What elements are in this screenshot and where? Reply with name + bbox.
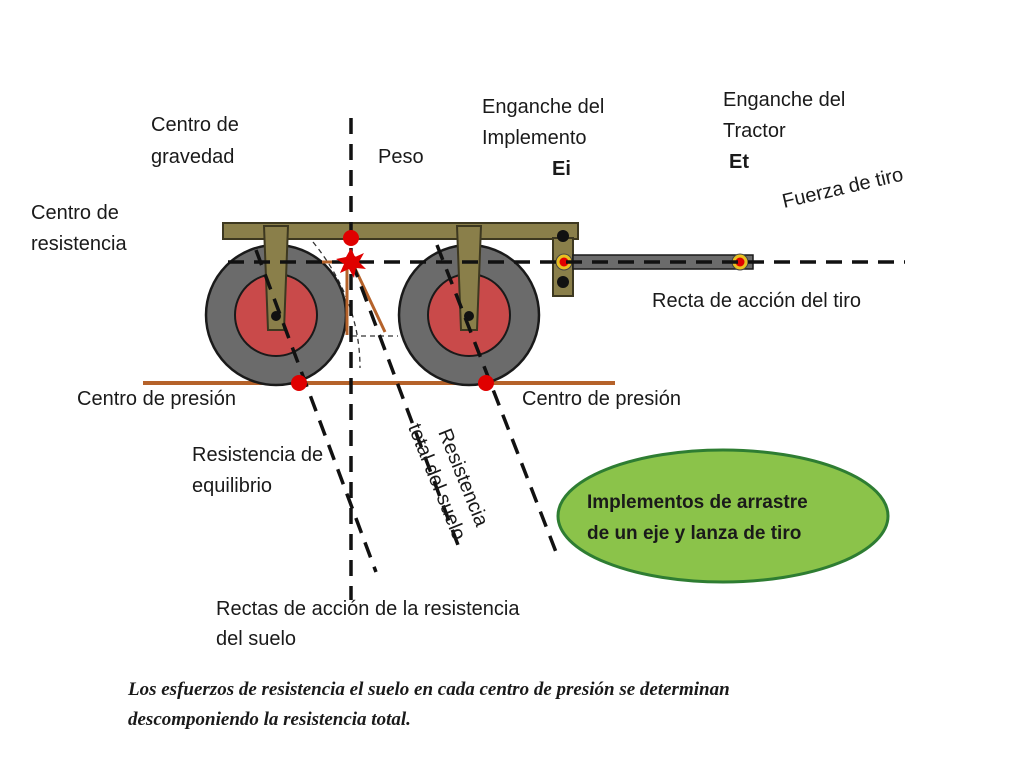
label-et: Et [729, 151, 749, 173]
label-recta-accion-tiro: Recta de acción del tiro [652, 290, 861, 312]
label-fuerza-tiro: Fuerza de tiro [780, 164, 905, 213]
label-centro-presion-izq: Centro de presión [77, 388, 236, 410]
frame-beam [222, 222, 579, 240]
equilibrium-resistance-line [254, 249, 378, 573]
center-of-gravity-marker [343, 230, 359, 246]
label-centro-resistencia: Centro de resistencia [31, 202, 127, 255]
hitch-point-icon [557, 276, 569, 288]
hitch-point-icon [557, 230, 569, 242]
label-centro-presion-der: Centro de presión [522, 388, 681, 410]
pressure-center-left-marker [291, 375, 307, 391]
bottom-note: Los esfuerzos de resistencia el suelo en… [127, 679, 734, 730]
label-ei: Ei [552, 158, 571, 180]
label-centro-gravedad: Centro de gravedad [151, 114, 244, 168]
pressure-center-right-marker [478, 375, 494, 391]
label-enganche-implemento: Enganche del Implemento [482, 96, 610, 149]
label-peso: Peso [378, 146, 424, 168]
label-resistencia-equilibrio: Resistencia de equilibrio [192, 444, 329, 497]
label-rectas-accion: Rectas de acción de la resistencia del s… [216, 598, 525, 650]
center-of-resistance-marker [344, 255, 358, 269]
wheel-support [455, 225, 483, 331]
callout-ellipse [556, 448, 890, 584]
callout-text: Implementos de arrastre de un eje y lanz… [587, 492, 813, 544]
soil-resistance-line-right [435, 244, 558, 553]
label-resistencia-total: Resistencia total del suelo [403, 411, 494, 545]
label-enganche-tractor: Enganche del Tractor [723, 89, 851, 142]
